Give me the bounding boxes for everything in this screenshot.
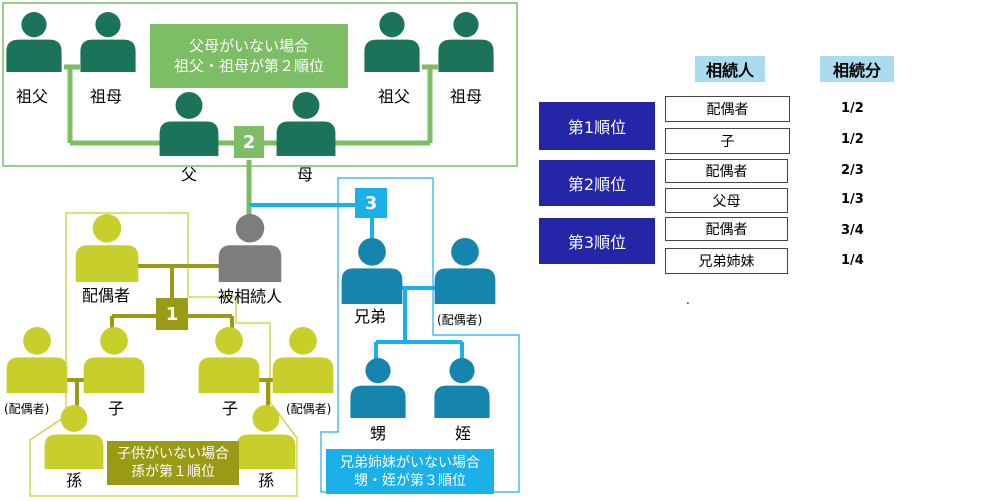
rank-2-badge: 2 xyxy=(234,126,264,158)
share-value: 2/3 xyxy=(841,163,864,178)
grandparents-note-line2: 祖父・祖母が第２順位 xyxy=(173,57,324,75)
child-right-label: 子 xyxy=(222,399,239,418)
sibling-figure xyxy=(341,238,403,304)
share-value: 1/4 xyxy=(841,253,864,268)
grandchildren-note-line2: 孫が第１順位 xyxy=(131,464,215,480)
grandfather-left-figure xyxy=(6,12,62,72)
sibling-spouse-label: (配偶者) xyxy=(437,313,483,327)
grandparents-group-outline xyxy=(2,2,518,167)
rank-2-label: 第2順位 xyxy=(539,160,655,206)
grandmother-right-label: 祖母 xyxy=(450,87,483,106)
nephews-note-line2: 甥・姪が第３順位 xyxy=(354,472,466,489)
heir-cell: 兄弟姉妹 xyxy=(665,248,788,274)
heir-cell: 配偶者 xyxy=(665,96,790,122)
rank-1-label: 第1順位 xyxy=(539,102,655,150)
father-label: 父 xyxy=(181,165,198,184)
ascendant-lines xyxy=(64,64,438,220)
sibling-label: 兄弟 xyxy=(354,307,387,326)
heir-column-header: 相続人 xyxy=(695,56,765,82)
father-figure xyxy=(159,92,219,156)
siblings-group-outline xyxy=(320,177,520,493)
child-right-figure xyxy=(198,327,260,393)
child-spouse-right-label: (配偶者) xyxy=(286,402,332,416)
rank-3-badge: 3 xyxy=(355,188,387,218)
child-spouse-right-figure xyxy=(272,327,334,393)
share-value: 1/2 xyxy=(841,101,864,116)
nephew-label: 甥 xyxy=(370,424,387,443)
child-left-label: 子 xyxy=(108,399,125,418)
grandchildren-note: 子供がいない場合 孫が第１順位 xyxy=(107,441,239,485)
grandchildren-note-line1: 子供がいない場合 xyxy=(117,446,229,462)
share-column-header: 相続分 xyxy=(820,56,894,82)
grandchild-right-figure xyxy=(236,405,296,469)
heir-cell: 配偶者 xyxy=(665,159,788,183)
mother-figure xyxy=(276,92,336,156)
grandmother-left-label: 祖母 xyxy=(90,87,123,106)
niece-figure xyxy=(434,358,490,418)
stray-dot: . xyxy=(686,293,690,307)
child-spouse-left-label: (配偶者) xyxy=(4,402,50,416)
share-value: 3/4 xyxy=(841,223,864,238)
niece-label: 姪 xyxy=(455,424,472,443)
heir-cell: 子 xyxy=(665,128,790,154)
grandchild-right-label: 孫 xyxy=(258,471,275,490)
share-value: 1/2 xyxy=(841,132,864,147)
child-left-figure xyxy=(83,327,145,393)
deceased-figure xyxy=(218,214,282,282)
grandfather-left-label: 祖父 xyxy=(16,87,49,106)
heir-cell: 父母 xyxy=(665,188,788,213)
sibling-spouse-figure xyxy=(434,238,496,304)
nephews-note: 兄弟姉妹がいない場合 甥・姪が第３順位 xyxy=(326,449,494,494)
grandmother-left-figure xyxy=(80,12,136,72)
grandmother-right-figure xyxy=(438,12,494,72)
rank-3-label: 第3順位 xyxy=(539,218,655,264)
rank-1-badge: 1 xyxy=(156,298,188,330)
deceased-label: 被相続人 xyxy=(218,287,283,306)
grandchild-left-figure xyxy=(44,405,104,469)
nephews-note-line1: 兄弟姉妹がいない場合 xyxy=(340,454,480,471)
nephew-figure xyxy=(350,358,406,418)
grandparents-note-line1: 父母がいない場合 xyxy=(188,37,309,55)
mother-label: 母 xyxy=(297,165,314,184)
spouse-label: 配偶者 xyxy=(82,286,131,305)
grandchild-left-label: 孫 xyxy=(66,471,83,490)
grandfather-right-figure xyxy=(364,12,420,72)
share-value: 1/3 xyxy=(841,192,864,207)
heir-cell: 配偶者 xyxy=(665,217,788,241)
grandparents-note: 父母がいない場合 祖父・祖母が第２順位 xyxy=(150,24,348,88)
grandfather-right-label: 祖父 xyxy=(378,87,411,106)
child-spouse-left-figure xyxy=(6,327,68,393)
spouse-figure xyxy=(75,214,139,282)
